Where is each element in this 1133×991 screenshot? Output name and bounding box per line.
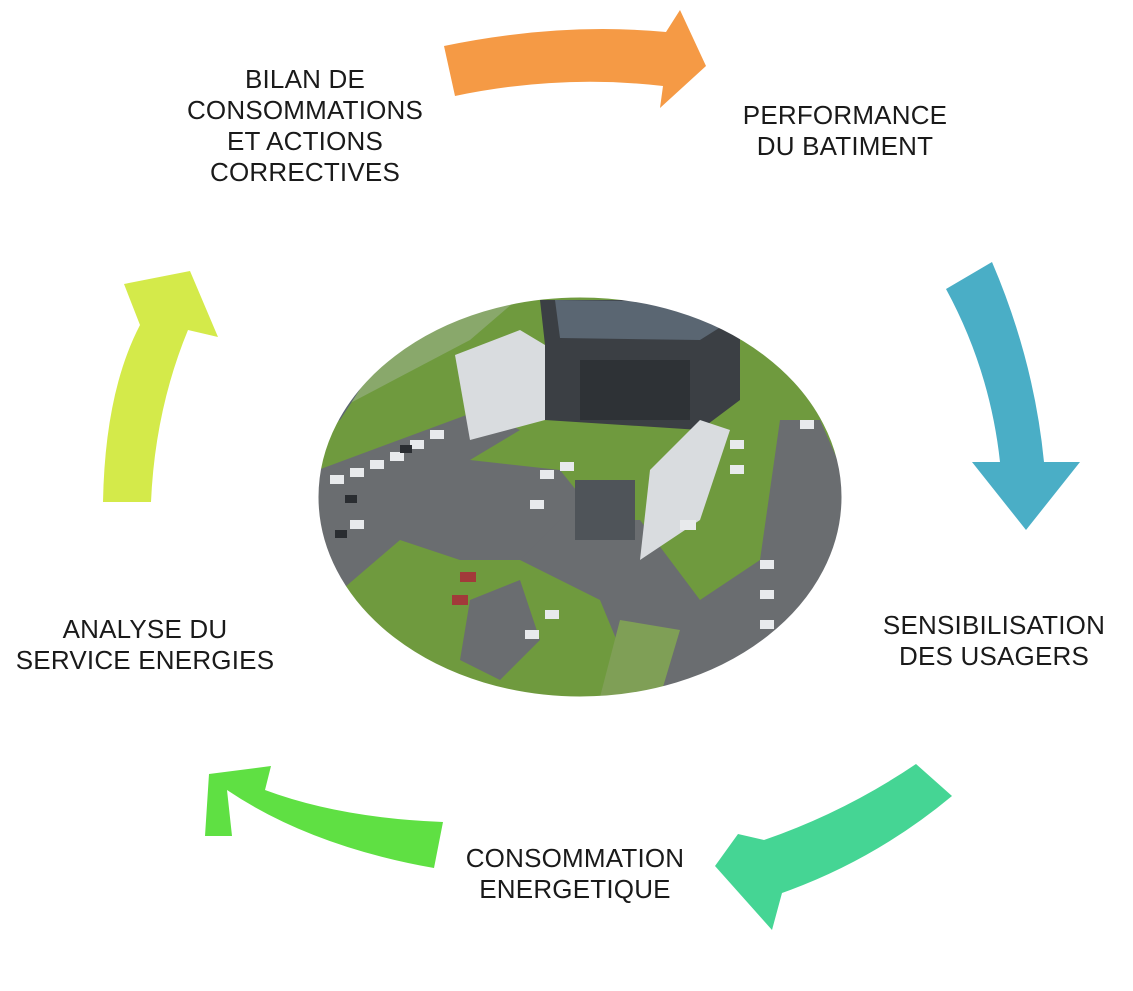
arrow-bilan-to-performance bbox=[444, 10, 706, 108]
arrow-sensibilisation-to-consommation bbox=[715, 764, 952, 930]
stage-label-line: ET ACTIONS bbox=[226, 126, 384, 156]
stage-label-sensibilisation: SENSIBILISATION DES USAGERS bbox=[855, 610, 1133, 672]
stage-label-line: ENERGETIQUE bbox=[479, 874, 671, 904]
stage-label-line: PERFORMANCE bbox=[742, 100, 948, 130]
stage-label-line: CONSOMMATION bbox=[465, 843, 685, 873]
stage-label-line: ANALYSE DU bbox=[62, 614, 228, 644]
stage-label-line: CONSOMMATIONS bbox=[186, 95, 424, 125]
stage-label-line: DU BATIMENT bbox=[756, 131, 934, 161]
stage-label-consommation: CONSOMMATION ENERGETIQUE bbox=[430, 843, 720, 905]
arrow-performance-to-sensibilisation bbox=[946, 262, 1080, 530]
stage-label-line: CORRECTIVES bbox=[209, 157, 400, 187]
stage-label-analyse: ANALYSE DU SERVICE ENERGIES bbox=[0, 614, 290, 676]
stage-label-line: SERVICE ENERGIES bbox=[15, 645, 275, 675]
stage-label-line: SENSIBILISATION bbox=[882, 610, 1106, 640]
building-aerial-photo bbox=[318, 297, 842, 697]
arrow-consommation-to-analyse bbox=[205, 766, 443, 868]
stage-label-bilan: BILAN DE CONSOMMATIONS ET ACTIONS CORREC… bbox=[160, 64, 450, 188]
stage-label-line: BILAN DE bbox=[244, 64, 366, 94]
stage-label-line: DES USAGERS bbox=[898, 641, 1090, 671]
stage-label-performance: PERFORMANCE DU BATIMENT bbox=[700, 100, 990, 162]
photo-frame bbox=[317, 296, 843, 698]
arrow-analyse-to-bilan bbox=[103, 271, 218, 502]
